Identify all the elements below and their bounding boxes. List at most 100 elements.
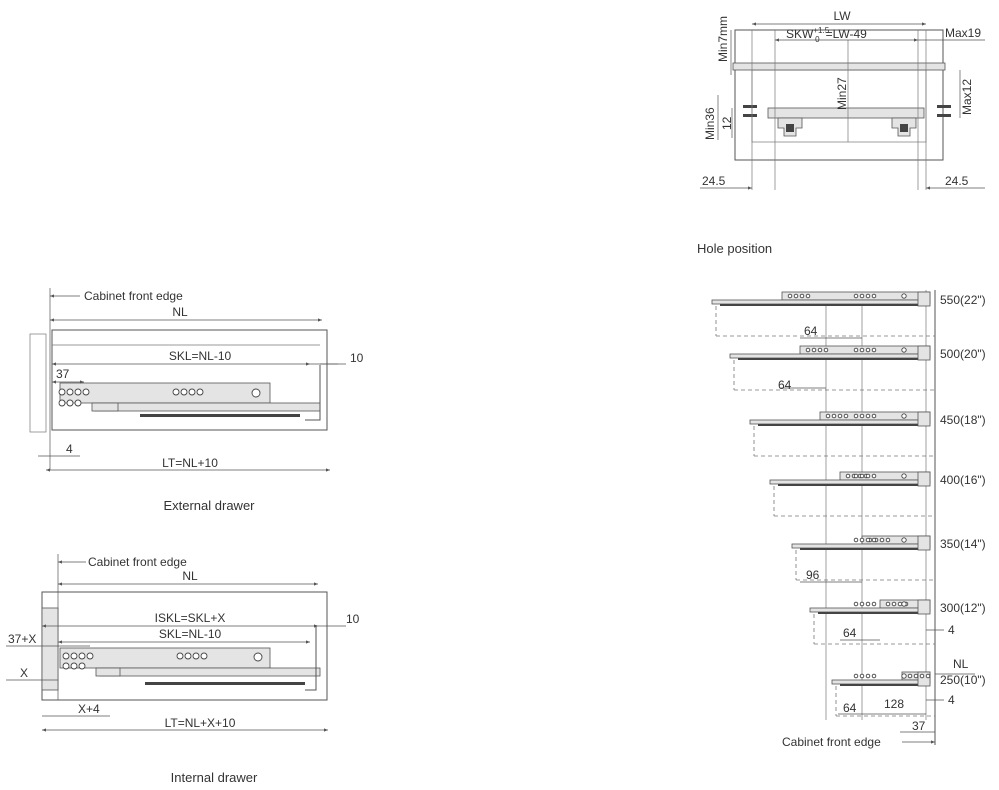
runner-hole (879, 537, 885, 543)
four-b: 4 (948, 693, 955, 707)
runner-hole (897, 601, 903, 607)
runner-hole (919, 673, 925, 679)
dim-64-b: 64 (778, 378, 792, 392)
int-nl-label: NL (182, 569, 198, 583)
runner-rail-edge (818, 612, 924, 614)
runner-hole (853, 293, 859, 299)
ext-37-label: 37 (56, 367, 70, 381)
drawer-bottom (767, 107, 925, 119)
dim-64-c: 64 (843, 626, 857, 640)
runner-hole (865, 601, 871, 607)
runner-variant: 550(22") (711, 291, 986, 337)
external-drawer-diagram: Cabinet front edge NL SKL=NL-10 10 37 4 … (29, 288, 364, 513)
ext-runner (59, 382, 271, 404)
runner-size-label: 450(18") (940, 413, 986, 427)
runner-hole (871, 537, 877, 543)
runner-hole (885, 537, 891, 543)
runner-hole (837, 413, 843, 419)
runner-variant: 350(14") (791, 535, 986, 581)
runner-hole (859, 537, 865, 543)
runner-rail (809, 607, 931, 613)
runner-rail (749, 419, 931, 425)
internal-drawer-diagram: Cabinet front edge NL ISKL=SKL+X SKL=NL-… (6, 554, 360, 785)
runner-end-block (917, 535, 931, 551)
runner-hole (799, 293, 805, 299)
dim-64-a: 64 (804, 324, 818, 338)
runner-hole (885, 601, 891, 607)
runner-hole (859, 347, 865, 353)
ext-hole-group (58, 388, 261, 407)
runner-variant: 450(18") (749, 411, 986, 457)
runner-hole (913, 673, 919, 679)
runner-hole (853, 413, 859, 419)
ext-nl-label: NL (172, 305, 188, 319)
dim-128: 128 (884, 697, 904, 711)
max12-label: Max12 (960, 79, 974, 115)
min7mm-label: Min7mm (716, 16, 730, 62)
left-24-5-label: 24.5 (702, 174, 726, 188)
runner-hole (901, 537, 907, 543)
min27-label: Min27 (835, 77, 849, 110)
runner-end-block (917, 345, 931, 361)
runner-lengths-diagram: 64 64 96 64 4 NL 64 128 4 37 Cabinet fro… (711, 290, 986, 749)
runner-hole (859, 601, 865, 607)
runner-hole (901, 347, 907, 353)
ext-back-hook (305, 365, 321, 421)
runner-hole (787, 293, 793, 299)
int-hole-group (62, 652, 263, 670)
runner-rail-edge (738, 358, 924, 360)
runner-variant: 400(16") (769, 471, 986, 517)
runner-hole (901, 473, 907, 479)
runner-end-block (917, 291, 931, 307)
runner-hole (859, 293, 865, 299)
dim-64-d: 64 (843, 701, 857, 715)
int-skl-label: SKL=NL-10 (159, 627, 222, 641)
runner-hole (901, 673, 907, 679)
runner-hole (859, 413, 865, 419)
cabinet-outline (734, 29, 944, 161)
int-ten-label: 10 (346, 612, 360, 626)
ext-caption: External drawer (163, 498, 255, 513)
runner-hole (853, 473, 859, 479)
runner-hole (823, 347, 829, 353)
int-lock-clip (95, 667, 121, 677)
int-rail (145, 682, 305, 685)
max19-label: Max19 (945, 26, 981, 40)
right-runner-core (900, 124, 908, 132)
runner-hole (805, 293, 811, 299)
nl-label-lengths: NL (953, 657, 969, 671)
ext-slide (94, 402, 321, 412)
runner-hole (901, 601, 907, 607)
runner-hole (871, 673, 877, 679)
runner-hole (831, 413, 837, 419)
runner-hole (811, 347, 817, 353)
runner-hole (825, 413, 831, 419)
runner-variant: 500(20") (729, 345, 986, 391)
ext-front-panel (29, 333, 47, 433)
runner-rail (791, 543, 931, 549)
runner-hole (865, 413, 871, 419)
ext-ten-label: 10 (350, 351, 364, 365)
runner-rail-edge (840, 684, 924, 686)
runner-hole (907, 673, 913, 679)
ext-lock-clip (91, 402, 119, 412)
left-screw-top (743, 105, 757, 108)
runner-hole (871, 473, 877, 479)
hole-position-caption: Hole position (697, 241, 772, 256)
runner-rail (729, 353, 931, 359)
runner-hole (805, 347, 811, 353)
runner-size-label: 400(16") (940, 473, 986, 487)
runner-hole (865, 293, 871, 299)
runner-hole (853, 347, 859, 353)
runner-hole (817, 347, 823, 353)
ext-lt-label: LT=NL+10 (162, 456, 218, 470)
top-board (732, 62, 946, 71)
int-slide (99, 667, 321, 677)
runner-size-label: 300(12") (940, 601, 986, 615)
int-x4-label: X+4 (78, 702, 100, 716)
runner-rail-edge (720, 304, 924, 306)
ext-rail (140, 414, 300, 417)
